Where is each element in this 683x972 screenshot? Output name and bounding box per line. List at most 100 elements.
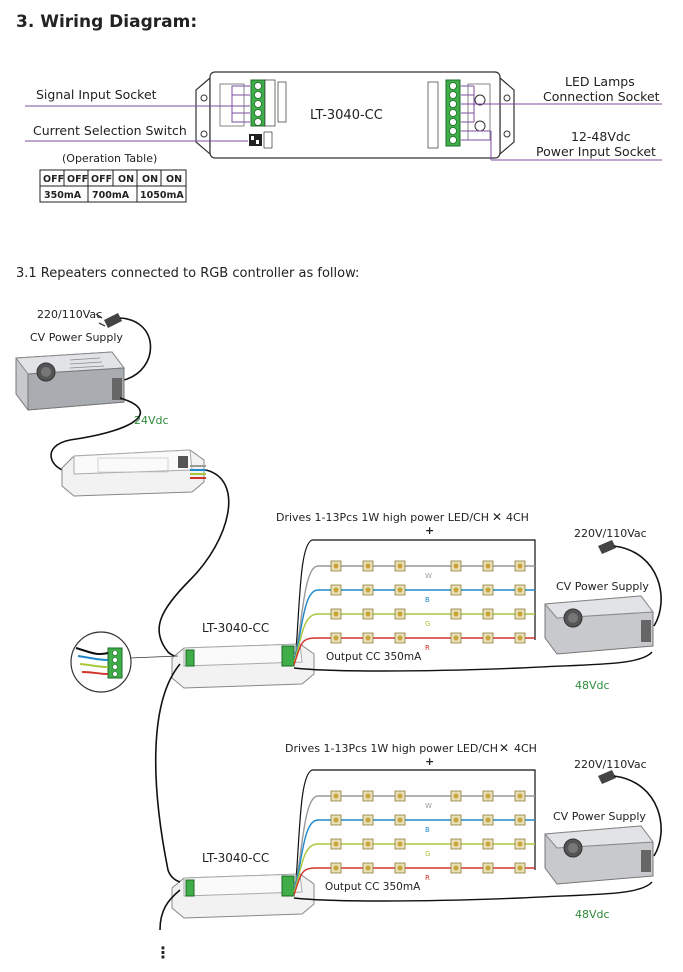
led-socket-label-1: LED Lamps (565, 74, 635, 89)
led-lens (517, 587, 523, 593)
repeater-group-1: Drives 1-13Pcs 1W high power LED/CH ✕ 4C… (276, 510, 529, 537)
repeater-1-label: LT-3040-CC (202, 621, 269, 635)
repeater-1-channel-letter-2: G (425, 620, 430, 628)
led-lens (333, 817, 339, 823)
led-lens (517, 635, 523, 641)
led-socket-label-2: Connection Socket (543, 89, 660, 104)
led-lens (333, 635, 339, 641)
led-lens (397, 817, 403, 823)
rgb-controller-icon (61, 449, 206, 497)
op-cell-r1c5: ON (142, 174, 158, 185)
fan-hub (568, 613, 578, 623)
repeater-2-channel-letter-2: G (425, 850, 430, 858)
power-supply-terminals (641, 620, 651, 642)
led-lens (453, 817, 459, 823)
plug-icon (598, 770, 616, 784)
current-switch-label: Current Selection Switch (33, 123, 187, 138)
controller-to-repeater1-cable (158, 469, 230, 659)
repeater-1-top-face (183, 643, 303, 667)
operation-table: OFF OFF OFF ON ON ON 350mA 700mA 1050mA (39, 169, 187, 203)
repeater-2-input-terminal (185, 879, 195, 897)
led-lens (485, 793, 491, 799)
op-cell-r1c3: OFF (91, 174, 112, 185)
repeater-2-channel-wire-3 (293, 867, 430, 896)
repeater-2-supply-label: CV Power Supply (553, 810, 646, 823)
repeater-1-dc-return-cable (293, 651, 653, 672)
repeater-1-channels: 4CH (506, 511, 529, 524)
repeater-2-ac-cable (613, 775, 662, 857)
device-right-ear (499, 76, 515, 156)
led-lens (397, 793, 403, 799)
top-dc-cable (50, 397, 142, 473)
operation-table-caption: (Operation Table) (62, 152, 157, 165)
power-socket-label-1: 12-48Vdc (571, 129, 631, 144)
led-lens (333, 793, 339, 799)
op-cell-r2c2: 700mA (92, 190, 130, 201)
repeater-2-supply-output: 48Vdc (575, 908, 610, 921)
fan-hub (568, 843, 578, 853)
repeater-group-2: Drives 1-13Pcs 1W high power LED/CH ✕ 4C… (285, 741, 537, 768)
led-lens (453, 841, 459, 847)
sub-heading: 3.1 Repeaters connected to RGB controlle… (16, 266, 359, 281)
op-cell-r1c6: ON (166, 174, 182, 185)
repeater-1-supply-output: 48Vdc (575, 679, 610, 692)
repeater-2-dc-return-cable (293, 881, 653, 902)
led-lens (365, 611, 371, 617)
repeater-2-channels: 4CH (514, 742, 537, 755)
repeater-2-channel-wire-2 (293, 843, 430, 893)
op-cell-r2c3: 1050mA (140, 190, 184, 201)
led-lens (397, 611, 403, 617)
led-lens (453, 563, 459, 569)
led-lens (365, 841, 371, 847)
repeater-2-times: ✕ (499, 741, 509, 755)
led-lens (485, 611, 491, 617)
led-lens (397, 563, 403, 569)
repeater-2-output-terminal (281, 875, 295, 897)
left-leader-lines (25, 85, 250, 142)
led-lens (453, 793, 459, 799)
repeater-1-channel-wire-3 (293, 637, 430, 666)
op-cell-r2c1: 350mA (44, 190, 82, 201)
led-lens (517, 611, 523, 617)
led-lens (485, 587, 491, 593)
top-supply-output: 24Vdc (134, 414, 169, 427)
repeater-1-positive-bus (295, 539, 536, 651)
repeater-1-output: Output CC 350mA (326, 651, 422, 663)
led-lens (333, 611, 339, 617)
led-lens (517, 563, 523, 569)
signal-input-label: Signal Input Socket (36, 87, 157, 102)
led-lens (485, 635, 491, 641)
repeater-2-channel-letter-1: B (425, 826, 430, 834)
repeater-1-channel-letter-3: R (425, 644, 430, 652)
led-lens (517, 865, 523, 871)
repeater-1-drives: Drives 1-13Pcs 1W high power LED/CH (276, 511, 489, 524)
repeater-1-channel-letter-1: B (425, 596, 430, 604)
repeater-1-times: ✕ (492, 510, 502, 524)
continuation-dots: ⋮ (155, 943, 171, 962)
led-lens (365, 635, 371, 641)
led-lens (397, 841, 403, 847)
led-lens (333, 841, 339, 847)
right-leader-lines (461, 85, 662, 161)
led-lens (517, 793, 523, 799)
top-supply-input: 220/110Vac (37, 308, 102, 321)
repeater-2-channel-wire-1 (293, 819, 430, 890)
repeater-2-channel-letter-0: W (425, 802, 432, 810)
led-lens (397, 587, 403, 593)
led-lens (453, 587, 459, 593)
op-cell-r1c4: ON (118, 174, 134, 185)
led-lens (485, 865, 491, 871)
top-ac-cable (119, 317, 152, 381)
device-left-ear (195, 76, 211, 156)
repeater-2-positive-bus (295, 769, 536, 881)
repeater-2-top-face (183, 873, 303, 897)
repeater-2-drives: Drives 1-13Pcs 1W high power LED/CH (285, 742, 498, 755)
current-selection-switch (249, 134, 262, 146)
led-lens (333, 865, 339, 871)
led-lens (333, 587, 339, 593)
power-socket-label-2: Power Input Socket (536, 144, 656, 159)
led-lens (365, 817, 371, 823)
led-lens (453, 865, 459, 871)
repeater-1-channel-letter-0: W (425, 572, 432, 580)
repeater-1-input-terminal (185, 649, 195, 667)
